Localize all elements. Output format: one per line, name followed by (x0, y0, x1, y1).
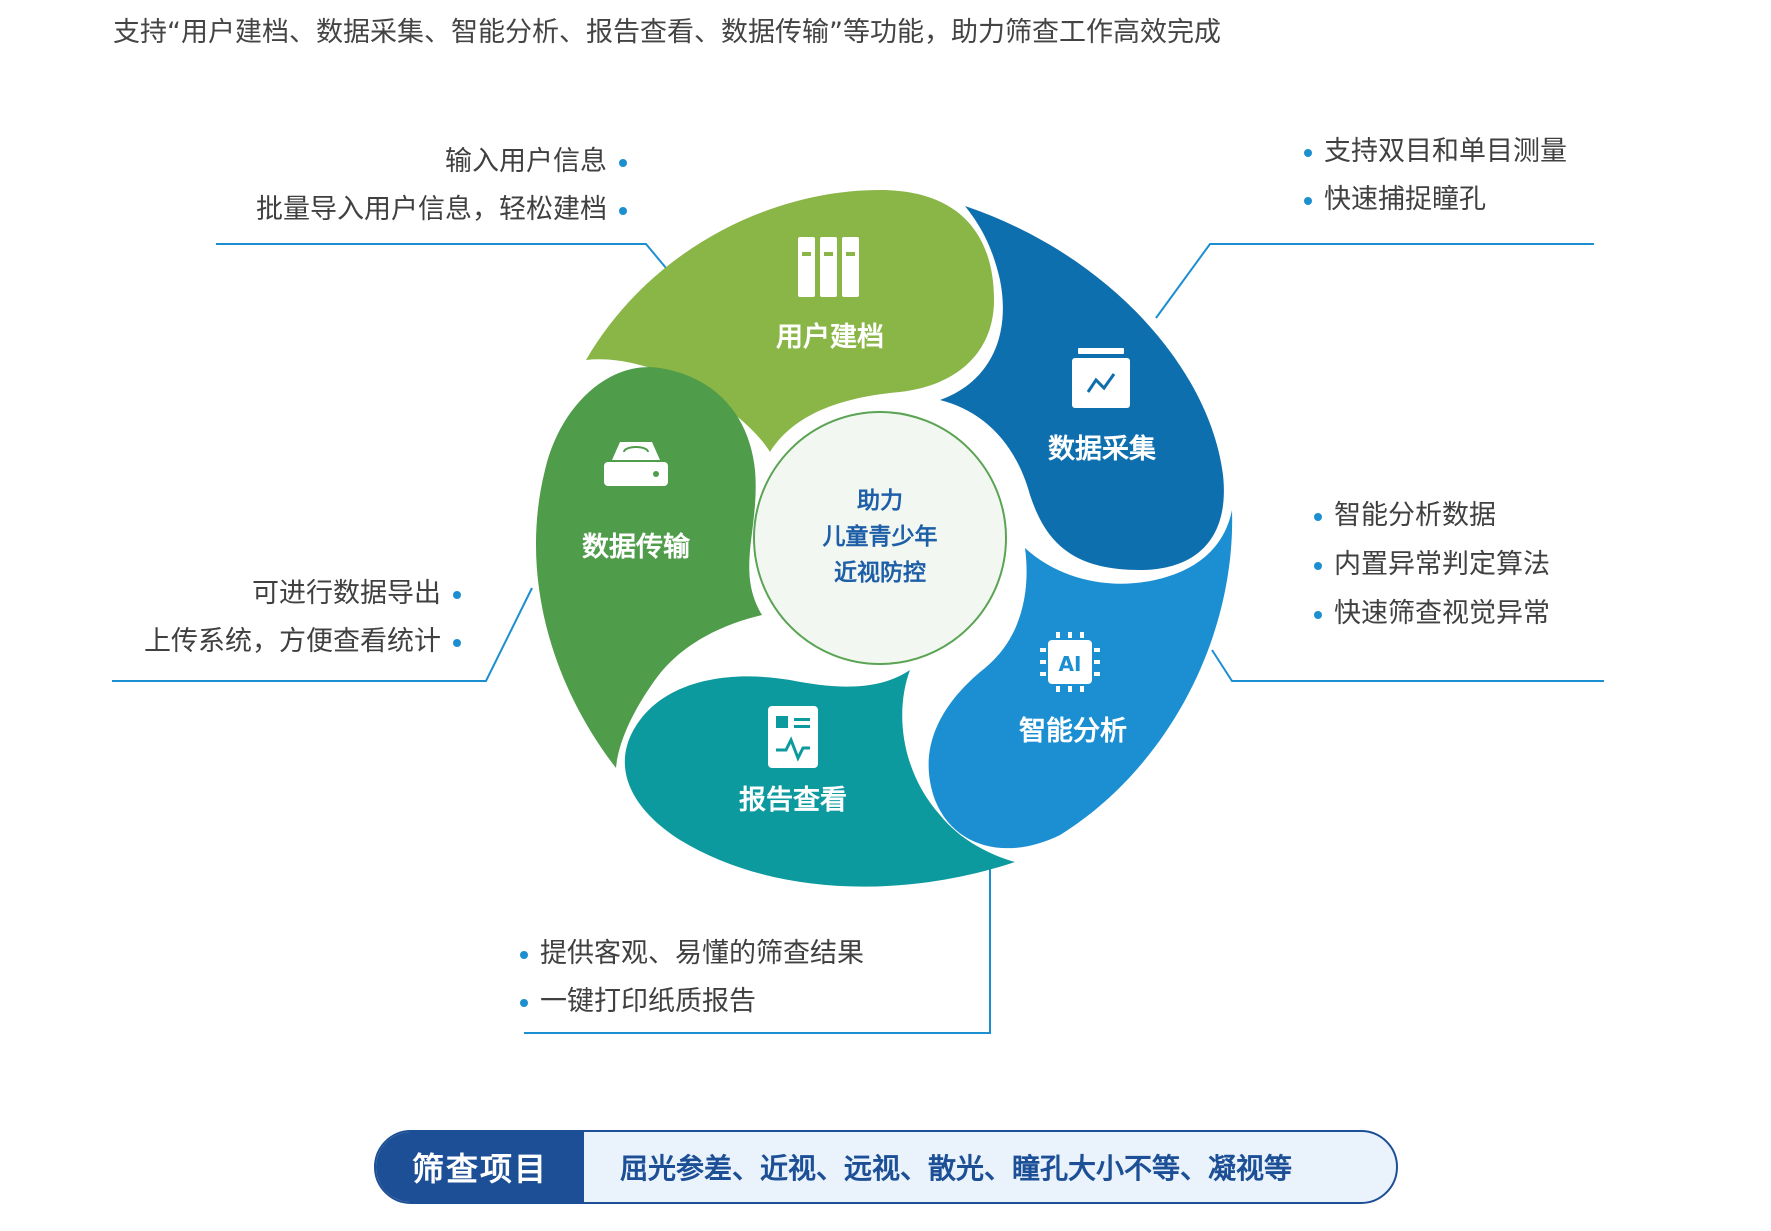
intro-text: 支持“用户建档、数据采集、智能分析、报告查看、数据传输”等功能，助力筛查工作高效… (113, 17, 1221, 48)
feature-item: 输入用户信息 (256, 146, 627, 194)
feature-item: 快速筛查视觉异常 (1314, 598, 1550, 647)
bullet-icon (520, 998, 528, 1007)
segment-report (624, 670, 1015, 887)
bullet-icon (1314, 610, 1322, 619)
segment-collect-label: 数据采集 (1048, 433, 1157, 465)
feature-item: 支持双目和单目测量 (1304, 136, 1567, 184)
feature-item: 快速捕捉瞳孔 (1304, 184, 1567, 232)
segment-transfer-label: 数据传输 (582, 531, 691, 563)
feature-item: 内置异常判定算法 (1314, 549, 1550, 598)
bullet-icon (453, 590, 461, 599)
ai-chip-icon: AI (1040, 632, 1100, 692)
file-cabinet-icon (798, 237, 859, 297)
bullet-icon (1314, 512, 1322, 521)
connector-profile (216, 243, 667, 269)
center-circle (753, 411, 1007, 665)
connector-analysis (1211, 649, 1604, 682)
center-line1: 助力 (857, 487, 903, 514)
connector-transfer (112, 587, 533, 682)
feature-item: 智能分析数据 (1314, 500, 1550, 549)
feature-item: 一键打印纸质报告 (520, 986, 864, 1034)
features-analysis: 智能分析数据 内置异常判定算法 快速筛查视觉异常 (1314, 500, 1550, 647)
segment-transfer (535, 367, 762, 768)
center-line3: 近视防控 (834, 559, 926, 586)
report-icon (768, 706, 818, 768)
feature-item: 可进行数据导出 (144, 578, 461, 626)
features-collect: 支持双目和单目测量 快速捕捉瞳孔 (1304, 136, 1567, 232)
feature-item: 批量导入用户信息，轻松建档 (256, 194, 627, 242)
banner-items: 屈光参差、近视、远视、散光、瞳孔大小不等、凝视等 (620, 1152, 1293, 1185)
svg-text:AI: AI (1059, 652, 1082, 676)
screening-items-banner: 筛查项目 屈光参差、近视、远视、散光、瞳孔大小不等、凝视等 (374, 1130, 1398, 1204)
features-report: 提供客观、易懂的筛查结果 一键打印纸质报告 (520, 938, 864, 1034)
segment-profile (586, 190, 994, 452)
bullet-icon (1314, 561, 1322, 570)
feature-item: 上传系统，方便查看统计 (144, 626, 461, 674)
bullet-icon (1304, 148, 1312, 157)
bullet-icon (453, 638, 461, 647)
segment-profile-label: 用户建档 (776, 321, 884, 353)
connector-report (524, 868, 991, 1034)
bullet-icon (520, 950, 528, 959)
connector-collect (1155, 243, 1594, 319)
segment-analysis-label: 智能分析 (1019, 715, 1127, 747)
center-line2: 儿童青少年 (823, 523, 938, 550)
feature-item: 提供客观、易懂的筛查结果 (520, 938, 864, 986)
bullet-icon (619, 158, 627, 167)
bullet-icon (1304, 196, 1312, 205)
data-collection-icon (1072, 348, 1130, 408)
features-profile: 输入用户信息 批量导入用户信息，轻松建档 (256, 146, 627, 242)
segment-report-label: 报告查看 (739, 785, 847, 816)
features-transfer: 可进行数据导出 上传系统，方便查看统计 (144, 578, 461, 674)
bullet-icon (619, 206, 627, 215)
banner-title: 筛查项目 (376, 1132, 584, 1202)
hard-drive-sync-icon (604, 442, 668, 486)
